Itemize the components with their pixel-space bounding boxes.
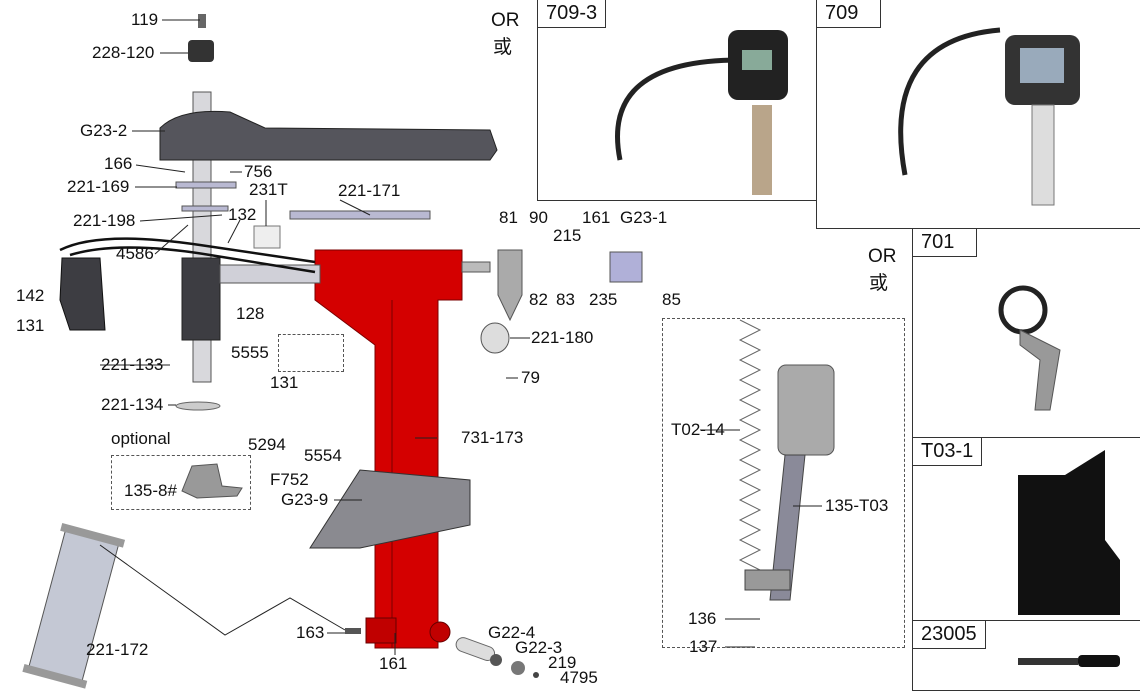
part-label: 221-169 (67, 177, 130, 196)
or-note: OR (868, 246, 897, 267)
post-sleeve-221-133 (181, 257, 221, 341)
part-label: 79 (521, 368, 540, 387)
part-label: 219 (548, 653, 577, 672)
part-label: 166 (104, 154, 133, 173)
part-label: 136 (688, 609, 717, 628)
part-label: 5555 (231, 343, 269, 362)
part-label: 221-134 (101, 395, 164, 414)
part-label: 131 (270, 373, 299, 392)
assist-arm-box (662, 318, 905, 648)
option-23005-box: 23005 (912, 620, 1140, 691)
part-label: 235 (589, 290, 618, 309)
part-label: 221-180 (531, 328, 594, 347)
part-label: 221-133 (101, 355, 164, 374)
part-label: 81 (499, 208, 518, 227)
option-code: 701 (913, 229, 978, 257)
optional-part-image (181, 463, 243, 499)
part-label: 119 (131, 10, 159, 29)
kit-5555-box (278, 334, 344, 372)
part-label: 90 (529, 208, 548, 227)
part-label: 142 (16, 286, 45, 305)
part-label: G23-9 (281, 490, 329, 509)
option-701-box: 701 (912, 228, 1140, 438)
part-label: 228-120 (92, 43, 155, 62)
part-label: 221-172 (86, 640, 149, 659)
or-note: OR (491, 10, 520, 31)
part-label: 215 (553, 226, 582, 245)
part-label: 4586 (116, 244, 154, 263)
gauge-701-image (998, 285, 1061, 411)
part-label: G22-3 (515, 638, 563, 657)
part-label: 132 (228, 205, 257, 224)
arm-G23-2 (159, 110, 498, 161)
option-code: T03-1 (913, 438, 983, 466)
part-label: 161 (582, 208, 611, 227)
part-label: F752 (270, 470, 309, 489)
part-label: 221-198 (73, 211, 136, 230)
option-code: 709 (817, 0, 882, 28)
option-709-3-box: 709-3 (537, 0, 817, 201)
bar-221-171 (289, 210, 431, 220)
part-label: 82 (529, 290, 548, 309)
leader-lines (100, 19, 530, 655)
knob-228-120 (188, 40, 214, 62)
part-label: G23-1 (620, 208, 668, 227)
part-label: 135-T03 (825, 496, 889, 515)
part-label: 131 (16, 316, 45, 335)
option-code: 23005 (913, 621, 986, 649)
part-label: 5554 (304, 446, 342, 465)
tool-23005-image (1018, 655, 1120, 667)
part-label: 731-173 (461, 428, 524, 447)
or-note-cn: 或 (869, 273, 889, 294)
part-label: 137 (689, 637, 718, 656)
option-code: 709-3 (538, 0, 607, 28)
part-label: 5294 (248, 435, 286, 454)
part-label: G23-2 (80, 121, 128, 140)
gauge-709-3-image (615, 30, 788, 195)
handle-142 (59, 257, 106, 331)
part-label: 221-171 (338, 181, 401, 200)
part-label: 85 (662, 290, 681, 309)
part-label: 161 (379, 654, 408, 673)
optional-heading: optional (111, 429, 171, 448)
part-label: 4795 (560, 668, 598, 687)
optional-part-label: 135-8# (124, 481, 177, 500)
part-label: 231T (249, 180, 288, 199)
part-label: 83 (556, 290, 575, 309)
cylinder-221-172 (22, 523, 126, 689)
or-note-cn: 或 (493, 37, 513, 58)
part-label: T02-14 (671, 420, 725, 439)
option-T03-1-box: T03-1 (912, 437, 1140, 621)
screw-119 (198, 14, 206, 28)
optional-box: 135-8# (111, 455, 251, 510)
part-label: 128 (236, 304, 265, 323)
bracket-T03-1-image (1018, 450, 1120, 615)
option-709-box: 709 (816, 0, 1140, 229)
gauge-709-image (898, 27, 1080, 206)
part-label: 163 (296, 623, 325, 642)
part-label: 756 (244, 162, 273, 181)
part-label: G22-4 (488, 623, 536, 642)
